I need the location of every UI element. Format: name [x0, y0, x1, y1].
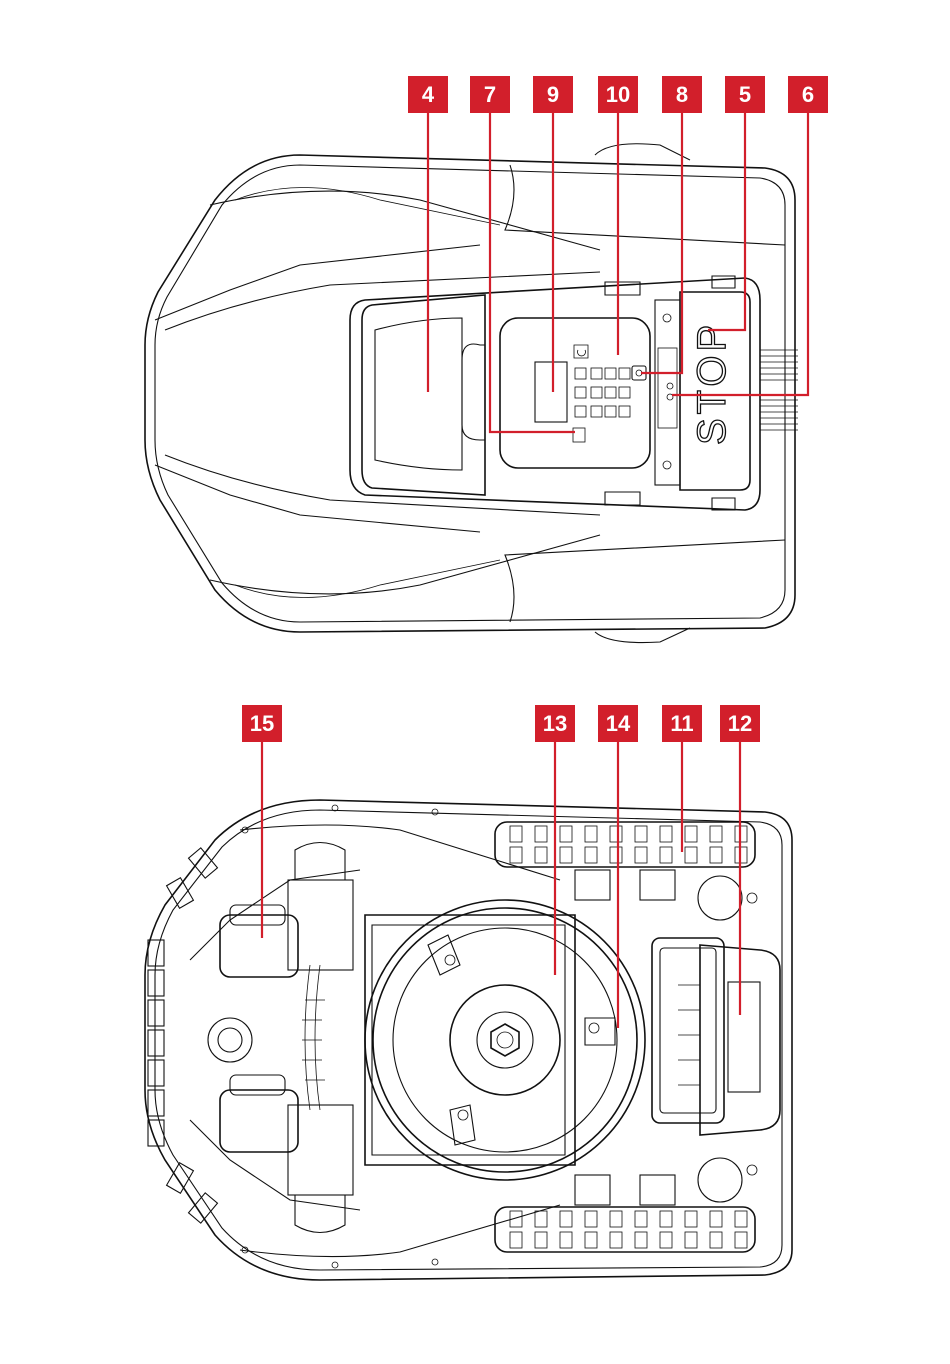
- keypad: [573, 368, 630, 442]
- bottom-view-mower: [145, 800, 792, 1280]
- front-wheels: [208, 843, 353, 1233]
- front-bumper-teeth: [148, 848, 217, 1223]
- badge-4: 4: [408, 76, 448, 113]
- badge-8: 8: [662, 76, 702, 113]
- top-badges: 4 7 9 10 8 5 6: [408, 76, 828, 113]
- svg-text:15: 15: [250, 711, 274, 736]
- stop-label: STOP: [690, 321, 734, 445]
- svg-text:9: 9: [547, 82, 559, 107]
- badge-5: 5: [725, 76, 765, 113]
- stop-button: STOP: [655, 292, 750, 490]
- svg-text:13: 13: [543, 711, 567, 736]
- lid: [362, 295, 485, 495]
- drive-track-bottom: [495, 1207, 755, 1252]
- callout-5: [708, 113, 745, 330]
- badge-15: 15: [242, 705, 282, 742]
- rear-vent-grill: [760, 350, 798, 430]
- badge-11: 11: [662, 705, 702, 742]
- badge-7: 7: [470, 76, 510, 113]
- svg-text:7: 7: [484, 82, 496, 107]
- svg-text:14: 14: [606, 711, 631, 736]
- svg-text:12: 12: [728, 711, 752, 736]
- badge-10: 10: [598, 76, 638, 113]
- bottom-badges: 15 13 14 11 12: [242, 705, 760, 742]
- drive-track-top: [495, 822, 755, 867]
- badge-13: 13: [535, 705, 575, 742]
- svg-text:5: 5: [739, 82, 751, 107]
- svg-text:4: 4: [422, 82, 435, 107]
- callout-8: [641, 113, 682, 373]
- badge-6: 6: [788, 76, 828, 113]
- control-panel: [500, 318, 650, 468]
- battery-compartment: [652, 938, 724, 1123]
- blade-housing: [365, 900, 645, 1180]
- svg-text:10: 10: [606, 82, 630, 107]
- badge-12: 12: [720, 705, 760, 742]
- svg-text:8: 8: [676, 82, 688, 107]
- svg-text:6: 6: [802, 82, 814, 107]
- svg-text:11: 11: [670, 711, 693, 736]
- badge-14: 14: [598, 705, 638, 742]
- top-view-mower: STOP: [145, 144, 798, 643]
- badge-9: 9: [533, 76, 573, 113]
